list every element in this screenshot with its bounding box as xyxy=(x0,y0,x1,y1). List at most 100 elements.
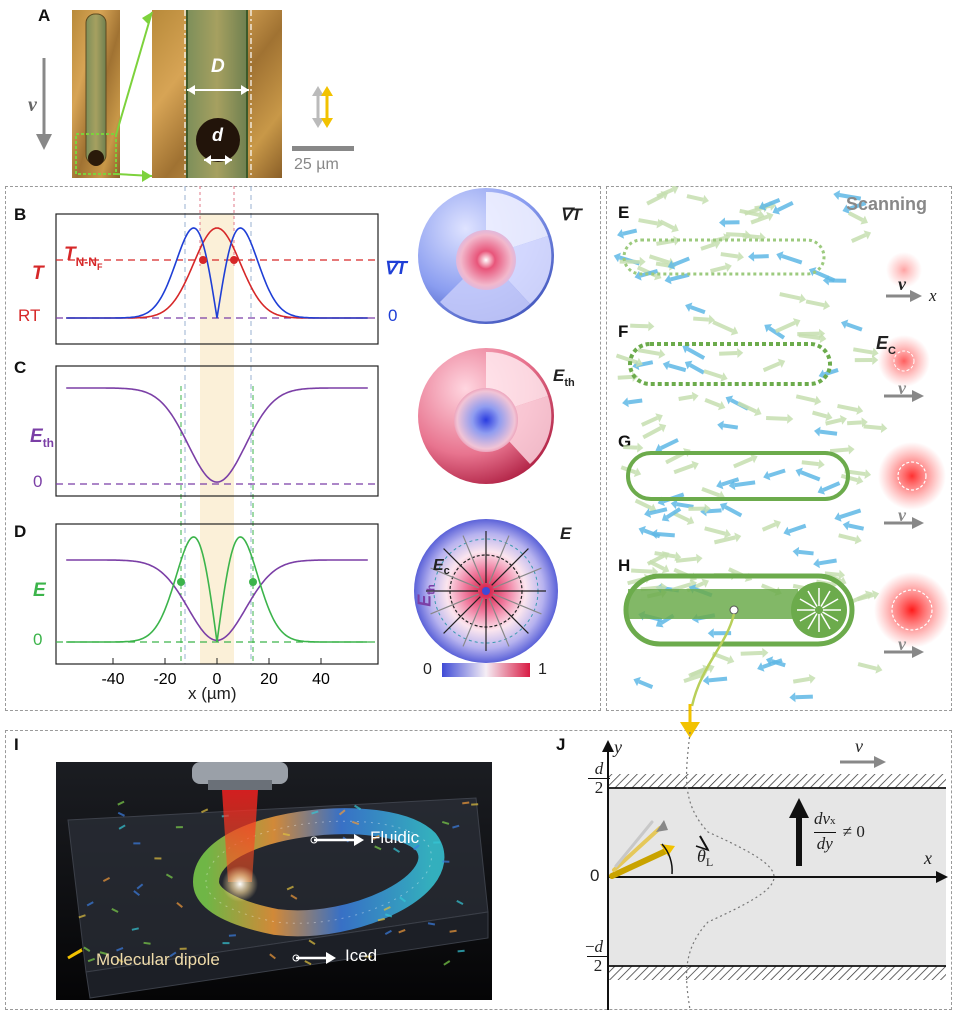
director-arrowhead xyxy=(848,444,855,455)
director-arrowhead xyxy=(750,454,758,464)
director-arrow xyxy=(847,201,867,212)
director-arrowhead xyxy=(757,209,765,220)
field-spoke xyxy=(430,567,479,589)
director-arrow xyxy=(659,219,675,230)
panel-a-d-label: d xyxy=(212,125,223,145)
director-arrowhead xyxy=(682,344,690,354)
dipole-mark xyxy=(133,890,140,897)
director-arrow xyxy=(703,369,723,379)
director-arrowhead xyxy=(633,467,642,478)
director-arrow xyxy=(825,417,842,426)
x-tick-label: 40 xyxy=(312,671,330,688)
director-arrow xyxy=(656,532,675,538)
field-spoke xyxy=(493,567,542,589)
director-arrow xyxy=(721,477,740,487)
director-arrowhead xyxy=(660,191,669,201)
director-arrow xyxy=(779,292,801,301)
director-arrow xyxy=(665,507,682,519)
director-arrow xyxy=(673,463,694,475)
director-arrow xyxy=(640,415,659,427)
director-arrowhead xyxy=(871,347,879,358)
director-arrowhead xyxy=(728,480,736,491)
dipole-mark xyxy=(304,960,312,966)
director-arrowhead xyxy=(670,499,678,510)
dipole-mark xyxy=(449,929,457,933)
director-arrow xyxy=(688,667,706,678)
dipole-mark xyxy=(393,847,401,853)
director-arrowhead xyxy=(617,228,625,239)
director-arrowhead xyxy=(664,274,672,285)
dipole-mark xyxy=(169,951,177,958)
director-arrow xyxy=(638,218,658,226)
group-box-b-d xyxy=(5,186,601,711)
x-tick-label: -40 xyxy=(101,671,124,688)
panel-d-eth-label: Eth xyxy=(414,584,438,607)
director-arrowhead xyxy=(856,475,864,486)
panel-g-v-label: v xyxy=(898,505,906,525)
director-arrow xyxy=(856,593,874,602)
director-arrowhead xyxy=(718,217,726,228)
dipole-mark xyxy=(399,896,407,903)
director-arrowhead xyxy=(724,528,732,539)
director-arrow xyxy=(852,347,874,355)
dipole-mark xyxy=(118,824,126,830)
dipole-mark xyxy=(354,804,362,811)
director-arrow xyxy=(634,498,652,510)
director-arrowhead xyxy=(639,256,646,267)
director-arrowhead xyxy=(684,360,693,370)
radial-spoke xyxy=(822,598,839,609)
director-arrowhead xyxy=(633,676,641,687)
director-arrowhead xyxy=(856,405,864,415)
director-arrowhead xyxy=(648,321,655,332)
director-arrowhead xyxy=(702,675,710,686)
director-arrow xyxy=(646,193,664,206)
director-arrowhead xyxy=(655,443,663,453)
director-arrow xyxy=(615,353,638,365)
panel-f-v-label: v xyxy=(898,378,906,398)
director-arrow xyxy=(712,320,734,333)
panel-j-schematic xyxy=(602,732,948,1010)
dipole-mark xyxy=(311,810,319,815)
director-arrowhead xyxy=(657,496,665,507)
director-arrowhead xyxy=(814,395,822,406)
panel-i-iced-label: Iced xyxy=(345,946,378,965)
director-arrowhead xyxy=(622,397,629,408)
director-arrow xyxy=(648,559,665,571)
director-arrow xyxy=(734,480,756,488)
director-arrow xyxy=(637,348,660,356)
director-arrow xyxy=(704,398,721,408)
dipole-mark xyxy=(99,951,107,955)
colorbar-max-label: 1 xyxy=(538,661,547,678)
panel-b-rt-label: RT xyxy=(18,306,41,325)
dipole-mark xyxy=(427,922,436,926)
field-spoke xyxy=(493,593,542,615)
group-box-i-j xyxy=(5,730,952,1010)
director-arrow xyxy=(686,347,706,360)
field-spoke xyxy=(430,593,479,615)
director-arrow xyxy=(627,398,643,405)
director-arrowhead xyxy=(795,467,803,477)
panel-b-zero-right: 0 xyxy=(388,306,398,325)
field-spoke xyxy=(488,598,510,647)
director-arrowhead xyxy=(792,318,801,328)
director-arrowhead xyxy=(833,190,841,200)
panel-b-y-left-label: T xyxy=(32,263,44,284)
director-arrow xyxy=(838,193,862,201)
director-arrow xyxy=(700,242,716,251)
director-arrowhead xyxy=(871,590,880,600)
director-arrow xyxy=(725,232,746,238)
x-tick-label: 0 xyxy=(213,671,222,688)
director-arrow xyxy=(848,523,865,531)
director-arrowhead xyxy=(691,391,699,402)
x-tick-label: 20 xyxy=(260,671,278,688)
panel-a-scale-label: 25 µm xyxy=(294,156,339,173)
director-arrowhead xyxy=(716,479,724,490)
panel-letter-e: E xyxy=(618,203,630,222)
director-arrowhead xyxy=(765,656,774,666)
director-arrowhead xyxy=(701,578,709,588)
panel-i-fluidic-label: Fluidic xyxy=(370,828,420,847)
director-arrowhead xyxy=(880,422,888,433)
panel-b-sphere-label: ∇T xyxy=(560,205,582,224)
director-arrow xyxy=(722,423,739,430)
director-arrow xyxy=(630,323,649,329)
